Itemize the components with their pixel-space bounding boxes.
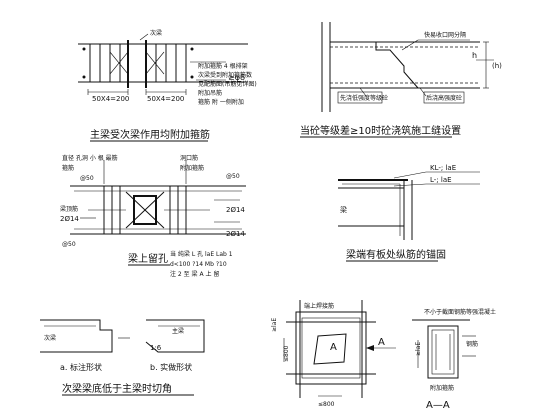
p3-bottom-label: @50: [62, 241, 76, 248]
p3-stirrup-label: 箍筋: [62, 164, 74, 172]
p2-high-label: 后浇高强度砼: [426, 94, 462, 102]
p3-r1: 2Ø14: [226, 206, 245, 214]
p1-note3: 附加吊筋: [198, 89, 222, 97]
p3-hole-bar-label: 洞口筋: [180, 154, 198, 162]
p1-secondary-beam-label: 次梁: [150, 29, 162, 37]
p5-label-b: b. 实做形状: [150, 362, 192, 372]
panel-construction-joint: 快易收口网分隔 h (h) 先浇低强度等级砼 后浇高强度砼 当砼等级差≥10时砼…: [300, 22, 502, 138]
p7-lae: ≥laE: [415, 342, 422, 356]
p2-low-label: 先浇低强度等级砼: [340, 94, 388, 102]
panel-hanger-stirrups: 次梁 附加箍筋 4 根排架 ≥φ8 次梁受到附加箍筋数 见配筋图(吊筋见详图) …: [78, 29, 257, 142]
p2-top-label: 快易收口网分隔: [424, 31, 466, 39]
panel-section-aa: 不小于截面钢筋等强混凝土 ≥laE 附加箍筋 钢筋 A—A: [412, 308, 496, 411]
p2-h-label: h: [472, 51, 477, 60]
p4-caption: 梁端有板处纵筋的锚固: [346, 248, 446, 261]
p7-top-label: 不小于截面钢筋等强混凝土: [424, 308, 496, 316]
p3-size-label: @50: [80, 175, 94, 182]
p3-r2: 2Ø14: [226, 230, 245, 238]
p4-kl-label: KL-; laE: [430, 164, 456, 172]
p3-note2: d<100 ?14 Mb ?10: [170, 261, 227, 268]
p5-main-label: 主梁: [172, 327, 184, 335]
p3-left-label: 梁顶筋: [60, 205, 78, 213]
p3-left-bar: 2Ø14: [60, 215, 79, 223]
p3-note1: 当 纯梁 L 孔 laE Lab 1: [170, 250, 233, 258]
p1-note1: 次梁受到附加箍筋数: [198, 71, 252, 79]
p1-note2: 见配筋图(吊筋见详图): [198, 80, 257, 88]
p2-h-paren: (h): [492, 62, 502, 70]
p3-caption: 梁上留孔: [128, 252, 168, 265]
p3-top-label: 直径 孔洞 小 根 最筋: [62, 154, 118, 162]
panel-secondary-beam-chamfer: 次梁 主梁 1:6 a. 标注形状 b. 实做形状 次梁梁底低于主梁时切角: [40, 319, 205, 396]
p6-dim-v: ≤800: [283, 345, 290, 362]
panel-beam-opening: 直径 孔洞 小 根 最筋 箍筋 @50 洞口筋 附加箍筋 @50 梁顶筋 2Ø1…: [60, 154, 246, 278]
p1-dim-left: 50X4=200: [92, 95, 129, 103]
p1-hanger-label: 附加箍筋 4 根排架: [198, 62, 248, 70]
p4-l-label: L-; laE: [430, 176, 452, 184]
p6-top-label: 端上焊接筋: [304, 302, 334, 310]
p5-ratio-label: 1:6: [150, 344, 162, 352]
p5-secondary-label: 次梁: [44, 334, 56, 342]
p1-dim-right: 50X4=200: [147, 95, 184, 103]
p5-label-a: a. 标注形状: [60, 362, 102, 372]
p5-caption: 次梁梁底低于主梁时切角: [62, 382, 172, 395]
p7-note: 附加箍筋: [430, 384, 454, 392]
panel-end-anchorage: KL-; laE L-; laE 梁 梁端有板处纵筋的锚固: [338, 164, 480, 262]
p1-dia-label: ≥φ8: [228, 73, 245, 82]
p7-section-label: A—A: [426, 400, 450, 411]
p6-lae: ≥laE: [271, 318, 278, 332]
p3-right-mid-label: @50: [226, 173, 240, 180]
p7-side: 钢筋: [466, 340, 478, 348]
p3-right-top-label: 附加箍筋: [180, 164, 204, 172]
p6-a-arrow-label: A: [378, 337, 385, 348]
p1-note4: 箍筋 附 一侧附加: [198, 98, 244, 106]
p6-a-label: A: [330, 342, 337, 353]
p2-caption: 当砼等级差≥10时砼浇筑施工缝设置: [300, 124, 461, 137]
p1-caption: 主梁受次梁作用均附加箍筋: [90, 128, 210, 141]
p6-dim-h: ≤800: [318, 401, 335, 408]
p3-note3: 注 2 至 梁 A 上 留: [170, 270, 219, 278]
p4-beam-label: 梁: [340, 205, 347, 214]
panel-opening-reinforcement: 端上焊接筋 A A ≤800 ≤800 ≥laE: [271, 300, 396, 408]
